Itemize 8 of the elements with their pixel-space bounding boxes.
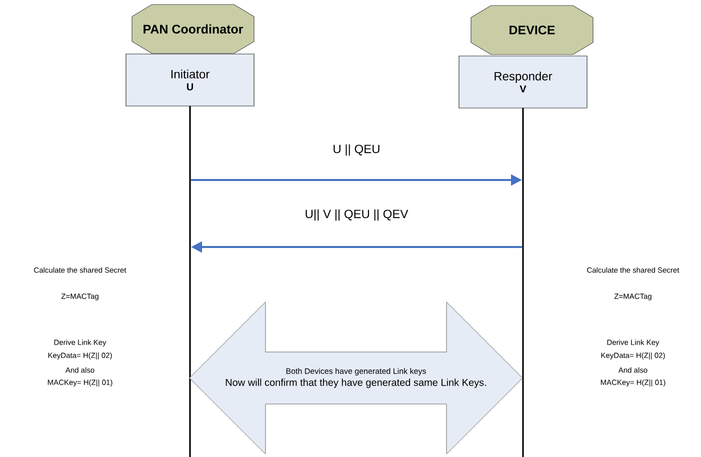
lifeline [522,108,524,457]
participant-box: Responder V [458,56,588,108]
message-label: U || QEU [332,143,382,157]
role-octagon: PAN Coordinator [132,4,254,54]
lifeline [189,106,191,457]
role-octagon: DEVICE [470,5,594,55]
message-label: U|| V || QEU || QEV [304,208,410,222]
participant-box: Initiator U [126,54,254,106]
